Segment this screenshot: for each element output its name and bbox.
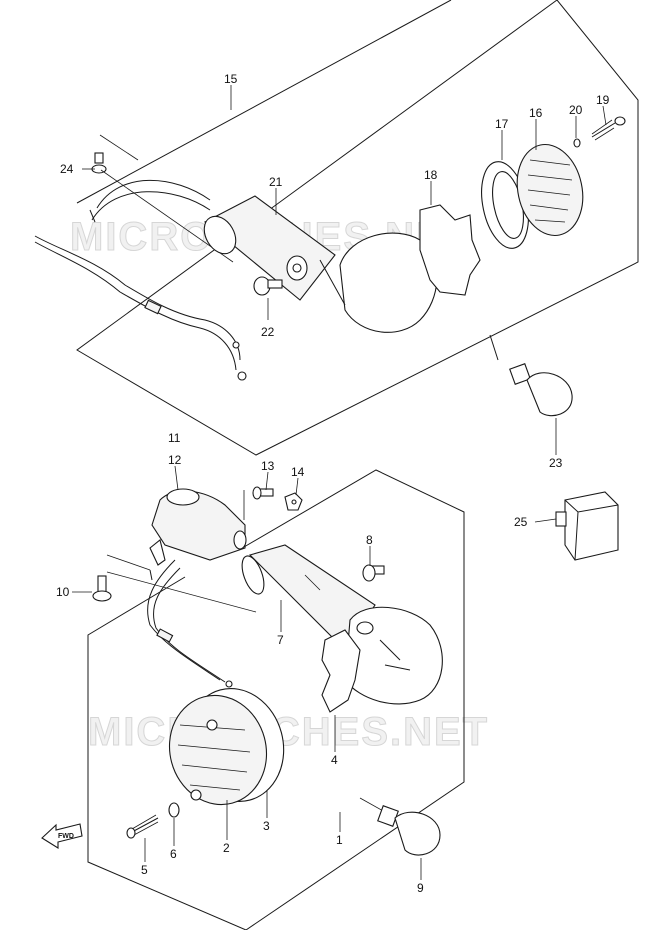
callout-1: 1: [336, 833, 343, 847]
relay-25-icon: [555, 491, 619, 561]
callout-6: 6: [170, 847, 177, 861]
callout-7: 7: [277, 633, 284, 647]
bracket-18: [419, 204, 481, 296]
screw-19-icon: [591, 116, 626, 141]
screw-8-icon: [362, 564, 385, 582]
callout-13: 13: [261, 459, 275, 473]
callout-18: 18: [424, 168, 438, 182]
leader-lines: [72, 85, 607, 880]
callout-22: 22: [261, 325, 275, 339]
callout-2: 2: [223, 841, 230, 855]
screw-24-icon: [91, 152, 107, 174]
callout-12: 12: [168, 453, 182, 467]
callout-4: 4: [331, 753, 338, 767]
screw-5-icon: [126, 814, 159, 839]
lens-16: [516, 143, 584, 237]
lower-assembly-frame: [87, 469, 465, 930]
callout-19: 19: [596, 93, 610, 107]
upper-wire-harness: [34, 179, 247, 381]
callout-24: 24: [60, 162, 74, 176]
leader-10-guide: [106, 554, 151, 571]
leader-10-mount: [106, 571, 257, 613]
screw-10-icon: [92, 575, 112, 602]
bulb-9-icon: [359, 797, 441, 856]
nut-14-icon: [284, 492, 303, 511]
callout-14: 14: [291, 465, 305, 479]
upper-assembly-frame: [76, 0, 639, 456]
callout-9: 9: [417, 881, 424, 895]
callout-labels: 15 24 21 22 18 17 16 20 19 23 11 12 13 1…: [56, 72, 610, 895]
callout-5: 5: [141, 863, 148, 877]
callout-20: 20: [569, 103, 583, 117]
lower-wire-harness: [147, 559, 233, 688]
callout-23: 23: [549, 456, 563, 470]
callout-11: 11: [168, 431, 181, 445]
callout-25: 25: [514, 515, 528, 529]
lens-2: [168, 694, 268, 806]
callout-10: 10: [56, 585, 70, 599]
callout-8: 8: [366, 533, 373, 547]
mount-bracket-12: [149, 488, 247, 566]
bulb-23-icon: [489, 334, 573, 417]
callout-3: 3: [263, 819, 270, 833]
washer-6-icon: [168, 802, 180, 818]
callout-16: 16: [529, 106, 543, 120]
upper-stem-housing-21: [203, 195, 336, 301]
screw-13-icon: [252, 486, 274, 500]
screw-22-icon: [253, 276, 283, 296]
leader-24-guide: [99, 134, 139, 161]
stem-7: [241, 544, 376, 651]
lower-lamp-housing: [344, 606, 443, 705]
bracket-4: [321, 629, 361, 713]
watermark-bottom: MICROFICHES.NET: [88, 710, 489, 754]
callout-15: 15: [224, 72, 238, 86]
washer-20-icon: [573, 138, 581, 148]
callout-17: 17: [495, 117, 509, 131]
fwd-arrow-icon: FWD: [41, 823, 83, 849]
fwd-label: FWD: [58, 833, 74, 840]
callout-21: 21: [269, 175, 283, 189]
